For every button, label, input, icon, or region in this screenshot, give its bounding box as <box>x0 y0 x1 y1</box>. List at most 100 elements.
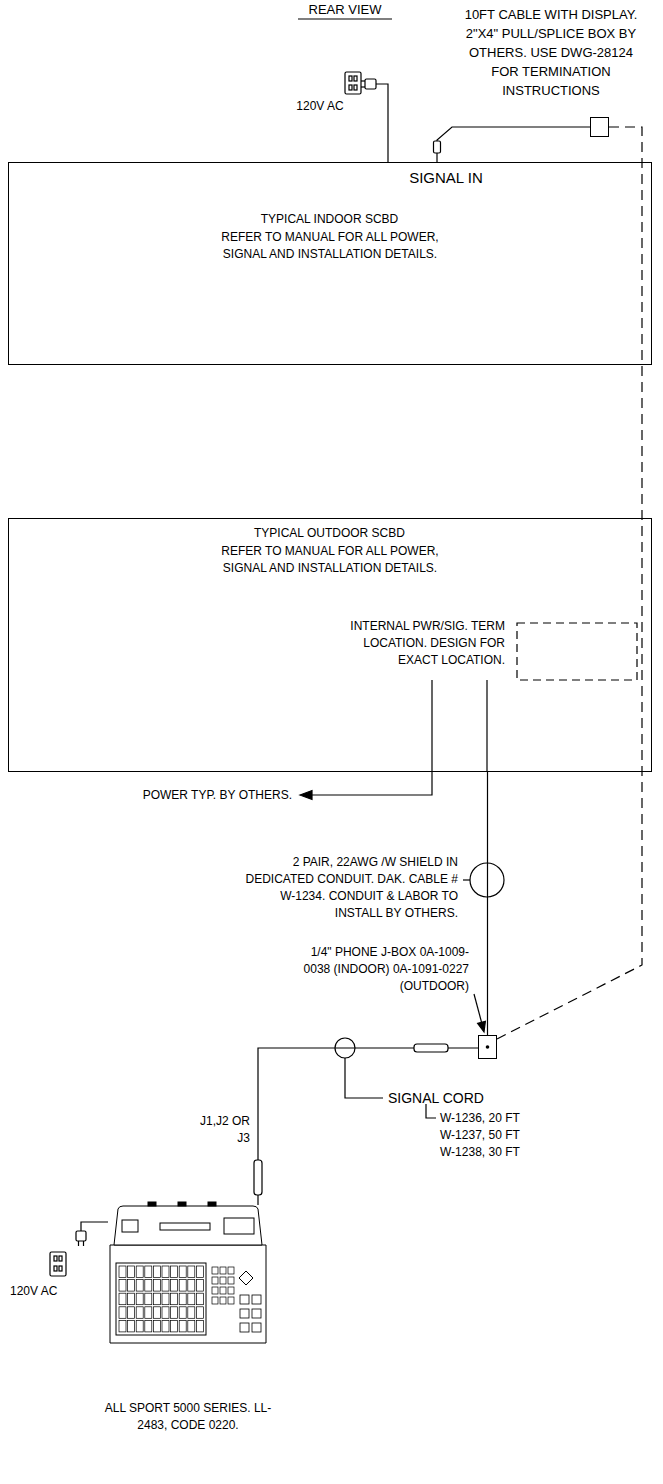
console-model: ALL SPORT 5000 SERIES. LL-2483, CODE 022… <box>93 1400 283 1434</box>
console-logo <box>122 1220 138 1232</box>
console-jack <box>208 1202 216 1206</box>
outlet-slot <box>59 1266 62 1271</box>
arrow-head <box>478 1021 486 1032</box>
outlet-symbol <box>345 72 361 94</box>
function-key <box>252 1323 261 1332</box>
number-key <box>212 1267 218 1274</box>
keypad-key <box>136 1307 143 1319</box>
keypad-key <box>145 1320 152 1332</box>
keypad-key <box>119 1293 126 1305</box>
keypad-key <box>196 1280 203 1292</box>
number-key <box>228 1287 234 1294</box>
leader-line <box>474 994 482 1024</box>
termination-area <box>517 623 637 680</box>
power-plug <box>365 79 376 89</box>
signal-cable <box>486 680 487 772</box>
number-key <box>220 1297 226 1304</box>
keypad-key <box>188 1320 195 1332</box>
keypad-key <box>162 1307 169 1319</box>
keypad-key <box>153 1320 160 1332</box>
keypad-key <box>171 1293 178 1305</box>
keypad-frame <box>116 1263 206 1335</box>
termination-note: INTERNAL PWR/SIG. TERM LOCATION. DESIGN … <box>330 618 505 669</box>
jack-hole <box>486 1045 490 1049</box>
keypad-key <box>128 1266 135 1278</box>
keypad-key <box>188 1293 195 1305</box>
keypad-key <box>145 1280 152 1292</box>
keypad-key <box>171 1280 178 1292</box>
phone-jbox: 1/4" PHONE J-BOX 0A-1009-0038 (INDOOR) 0… <box>478 1035 497 1059</box>
outlet-slot <box>354 76 357 81</box>
keypad-key <box>188 1307 195 1319</box>
number-key <box>220 1277 226 1284</box>
signal-cable <box>437 127 590 162</box>
keypad-key <box>128 1280 135 1292</box>
part-number: W-1238, 30 FT <box>440 1144 520 1161</box>
keypad-key <box>145 1307 152 1319</box>
phone-plug <box>254 1160 262 1195</box>
keypad-key <box>145 1293 152 1305</box>
keypad-key <box>179 1293 186 1305</box>
arrow-pad <box>239 1271 253 1285</box>
dashed-cable <box>497 127 642 1039</box>
keypad-key <box>179 1307 186 1319</box>
indoor-scoreboard: SIGNAL IN TYPICAL INDOOR SCBDREFER TO MAN… <box>8 162 652 365</box>
keypad-key <box>136 1293 143 1305</box>
keypad-key <box>179 1320 186 1332</box>
plug-prong <box>78 1241 79 1246</box>
power-plug <box>76 1231 86 1241</box>
board-note: REFER TO MANUAL FOR ALL POWER, SIGNAL AN… <box>199 543 461 577</box>
number-key <box>212 1297 218 1304</box>
plug-prong <box>361 80 365 81</box>
keypad-key <box>196 1307 203 1319</box>
number-key <box>220 1287 226 1294</box>
keypad-key <box>136 1320 143 1332</box>
leader-line <box>426 1104 436 1118</box>
jbox-callout: 1/4" PHONE J-BOX 0A-1009-0038 (INDOOR) 0… <box>289 944 469 995</box>
keypad-key <box>136 1280 143 1292</box>
keypad-key <box>128 1293 135 1305</box>
keypad-key <box>188 1266 195 1278</box>
keypad-key <box>171 1320 178 1332</box>
callout-circle <box>335 1038 355 1058</box>
phone-plug <box>414 1044 448 1052</box>
part-number: W-1237, 50 FT <box>440 1127 520 1144</box>
keypad-key <box>188 1280 195 1292</box>
signal-cable <box>258 1048 478 1205</box>
keypad-key <box>128 1307 135 1319</box>
number-key <box>212 1287 218 1294</box>
board-heading: TYPICAL INDOOR SCBD <box>9 211 650 228</box>
splice-note: 10FT CABLE WITH DISPLAY. 2"X4" PULL/SPLI… <box>456 5 646 100</box>
keypad-key <box>153 1293 160 1305</box>
voltage-label: 120V AC <box>270 98 370 115</box>
splice-box: 10FT CABLE WITH DISPLAY. 2"X4" PULL/SPLI… <box>590 117 609 137</box>
console-body <box>110 1245 266 1343</box>
keypad-key <box>162 1266 169 1278</box>
console-jack <box>178 1202 186 1206</box>
outdoor-scoreboard: TYPICAL OUTDOOR SCBDREFER TO MANUAL FOR … <box>8 518 652 772</box>
console-jack <box>148 1202 156 1206</box>
power-wire <box>308 680 432 795</box>
keypad-key <box>153 1307 160 1319</box>
keypad-key <box>171 1307 178 1319</box>
keypad-key <box>162 1280 169 1292</box>
keypad-key <box>136 1266 143 1278</box>
power-note: POWER TYP. BY OTHERS. <box>40 787 292 804</box>
function-key <box>240 1323 249 1332</box>
outlet-slot <box>59 1256 62 1261</box>
outlet-slot <box>349 76 352 81</box>
keypad-key <box>171 1266 178 1278</box>
power-cord <box>376 84 388 162</box>
board-heading: TYPICAL OUTDOOR SCBD <box>9 525 650 542</box>
keypad-key <box>196 1266 203 1278</box>
power-cord <box>81 1222 108 1231</box>
number-key <box>228 1277 234 1284</box>
console-illustration <box>108 1205 268 1345</box>
leader-line <box>463 879 470 880</box>
signal-plug <box>434 141 441 153</box>
keypad-key <box>196 1320 203 1332</box>
signal-in-label: SIGNAL IN <box>381 169 511 187</box>
board-note: REFER TO MANUAL FOR ALL POWER, SIGNAL AN… <box>199 229 461 263</box>
signal-cable <box>487 772 488 1035</box>
